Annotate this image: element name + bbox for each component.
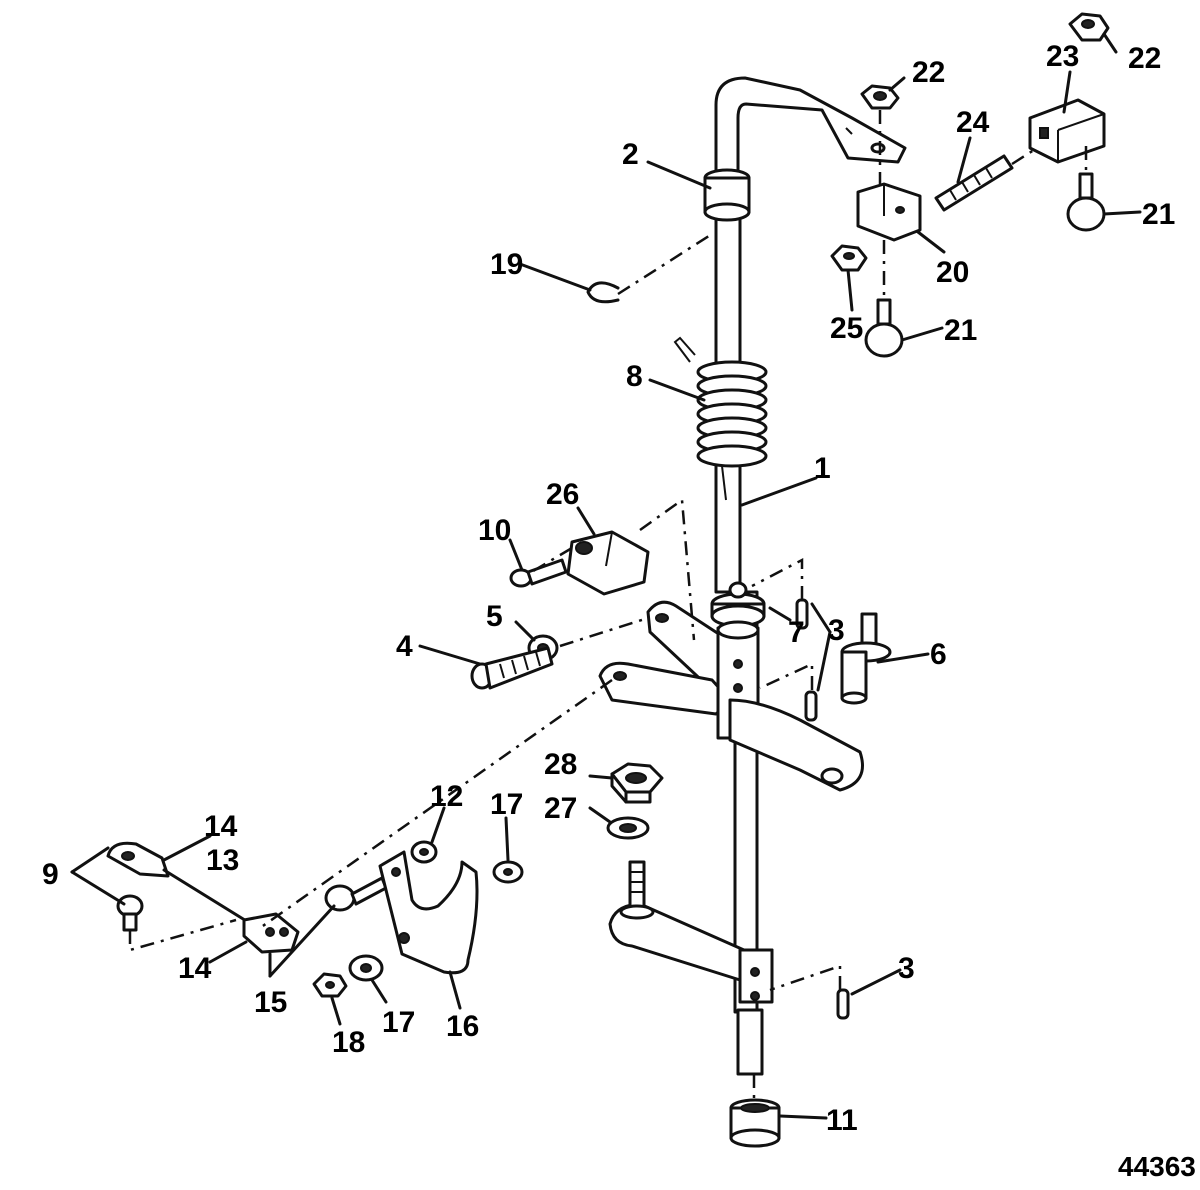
callout-6: 6 [930, 638, 947, 671]
ball-stud-21-lower [864, 298, 904, 358]
callout-23: 23 [1046, 40, 1079, 73]
pivot-pin [840, 612, 892, 705]
e-clip [586, 281, 620, 304]
washer-27 [606, 816, 650, 840]
callout-27: 27 [544, 792, 577, 825]
callout-21b: 21 [944, 314, 977, 347]
callout-1: 1 [814, 452, 831, 485]
callout-7: 7 [788, 616, 805, 649]
callout-18: 18 [332, 1026, 365, 1059]
callout-17b: 17 [382, 1006, 415, 1039]
nut-22-upper [860, 84, 900, 110]
callout-24: 24 [956, 106, 990, 139]
callout-14a: 14 [204, 810, 238, 843]
callout-20: 20 [936, 256, 969, 289]
callout-4: 4 [396, 630, 413, 663]
callout-22b: 22 [1128, 42, 1161, 75]
callout-3c: 3 [898, 952, 915, 985]
washer-17-right [492, 860, 524, 884]
callout-22a: 22 [912, 56, 945, 89]
shaft-bushing [729, 1098, 781, 1148]
screw-9 [116, 894, 144, 932]
hex-nut-28 [610, 762, 664, 804]
leader-lines [70, 32, 1142, 1120]
washer-17-left [348, 954, 384, 982]
callout-5: 5 [486, 600, 503, 633]
callout-3a: 3 [828, 614, 845, 647]
callout-19: 19 [490, 248, 523, 281]
nut-22-right [1068, 12, 1110, 42]
callout-16: 16 [446, 1010, 479, 1043]
nut-12 [410, 840, 438, 864]
callout-25: 25 [830, 312, 863, 345]
throttle-lever-assembly [598, 600, 864, 792]
screw-4 [470, 646, 554, 690]
callout-10: 10 [478, 514, 511, 547]
threaded-rod-24 [934, 154, 1014, 212]
reference-number: 44363 [1118, 1151, 1196, 1182]
ball-joint-15 [324, 876, 388, 912]
clamp-block [566, 530, 650, 596]
callout-21a: 21 [1142, 198, 1175, 231]
callout-17a: 17 [490, 788, 523, 821]
callout-13: 13 [206, 844, 239, 877]
callout-11: 11 [826, 1104, 858, 1137]
callout-2: 2 [622, 138, 639, 171]
callout-15: 15 [254, 986, 287, 1019]
bracket-16 [378, 850, 479, 975]
callout-12: 12 [430, 780, 463, 813]
torsion-spring [673, 336, 768, 501]
washer-7 [710, 581, 766, 628]
nut-25 [830, 244, 868, 272]
swivel-block-23 [1028, 98, 1106, 164]
ball-stud-21-right [1066, 172, 1106, 232]
shaft-collar [703, 168, 751, 222]
callout-28: 28 [544, 748, 577, 781]
callout-8: 8 [626, 360, 643, 393]
callout-26: 26 [546, 478, 579, 511]
nut-18 [312, 972, 348, 998]
lever-stud [619, 860, 655, 920]
lower-lever [608, 902, 774, 1076]
callout-9: 9 [42, 858, 59, 891]
callout-14b: 14 [178, 952, 212, 985]
assembly-lines [128, 110, 1088, 1100]
swivel-block-20 [856, 182, 922, 242]
